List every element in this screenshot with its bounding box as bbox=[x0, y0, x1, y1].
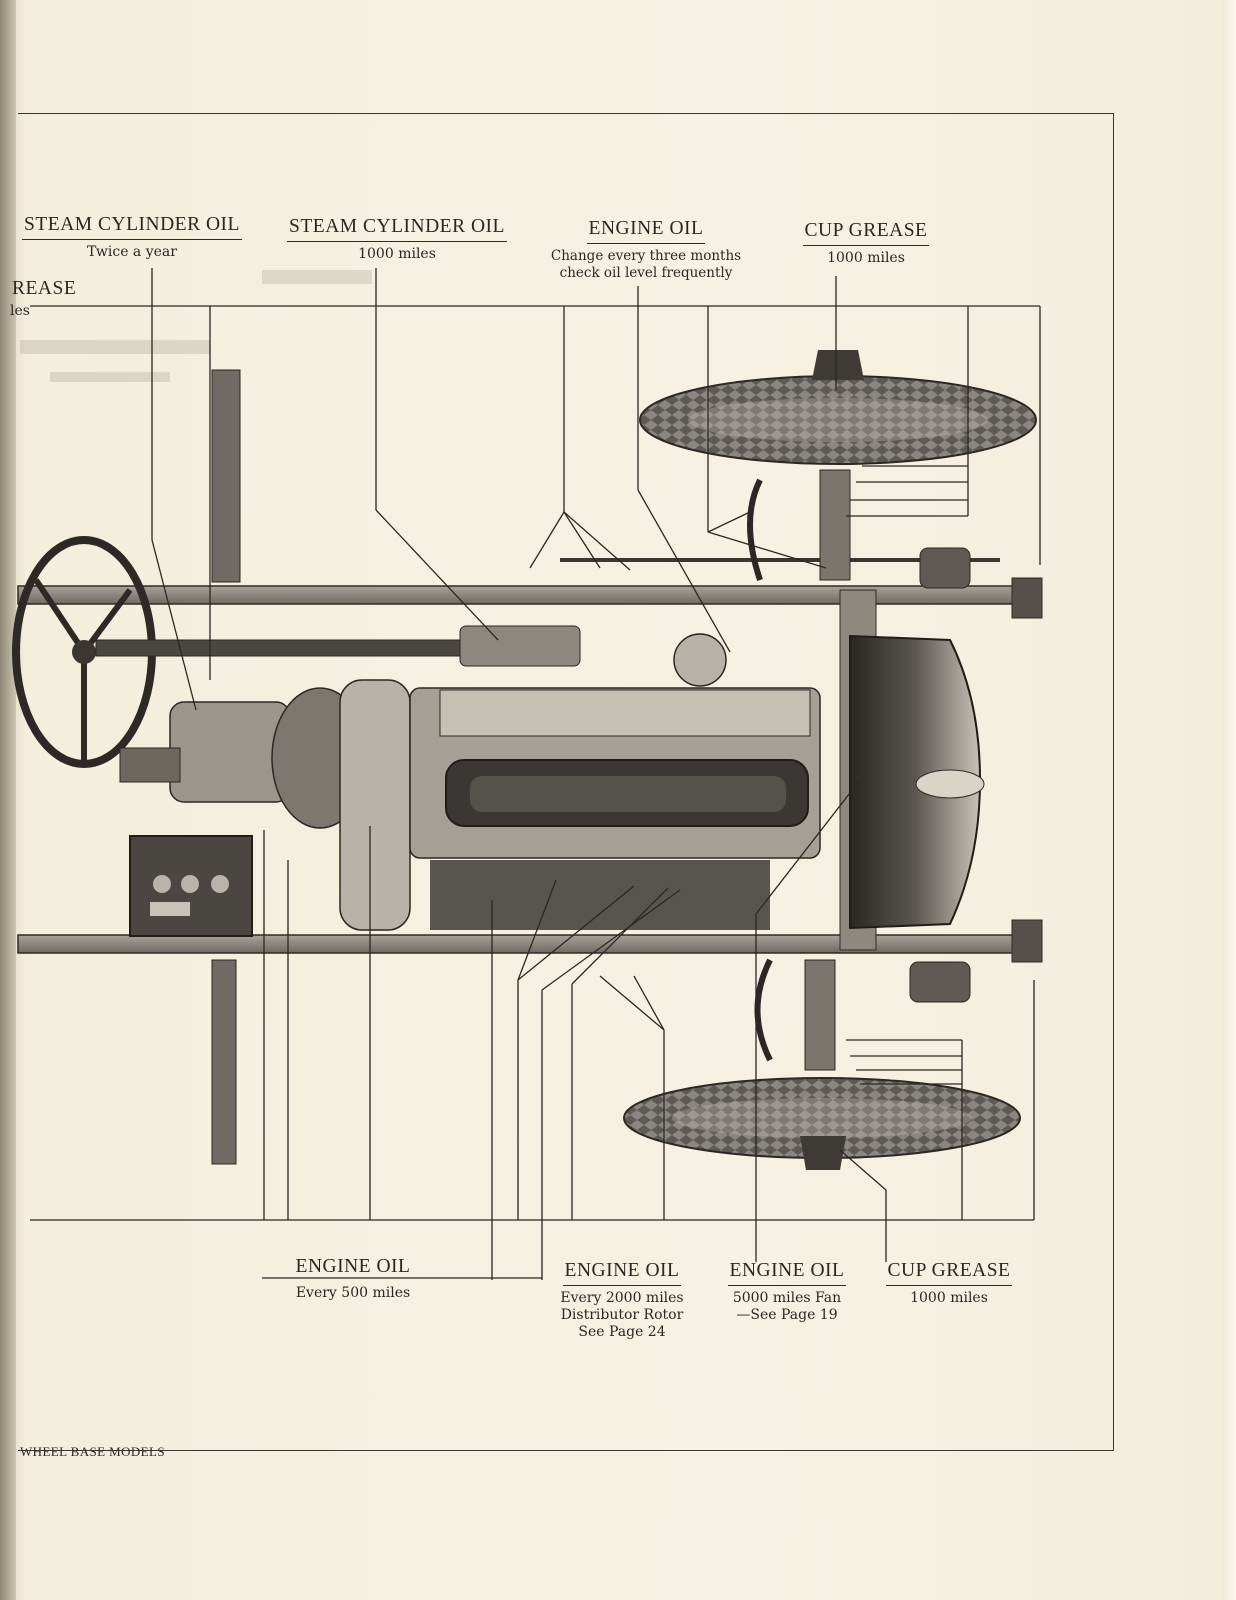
label-interval: Change every three months check oil leve… bbox=[550, 248, 742, 281]
diagram-frame bbox=[18, 113, 1114, 1451]
label-steam-cylinder-oil-center: STEAM CYLINDER OIL 1000 miles bbox=[272, 216, 522, 263]
label-interval: Every 2000 miles Distributor Rotor See P… bbox=[560, 1290, 684, 1340]
label-title: STEAM CYLINDER OIL bbox=[287, 216, 507, 242]
front-tire-bottom bbox=[623, 1077, 1021, 1170]
label-title: REASE bbox=[12, 278, 77, 299]
label-steam-cylinder-oil-left: STEAM CYLINDER OIL Twice a year bbox=[8, 214, 256, 261]
radiator-drawing bbox=[849, 634, 985, 930]
label-engine-oil-2000: ENGINE OIL Every 2000 miles Distributor … bbox=[548, 1260, 696, 1341]
label-title: CUP GREASE bbox=[885, 1260, 1013, 1286]
page-footer: WHEEL BASE MODELS bbox=[20, 1444, 165, 1459]
label-title: ENGINE OIL bbox=[562, 1260, 682, 1286]
label-interval: les bbox=[10, 303, 30, 319]
label-cup-grease-top: CUP GREASE 1000 miles bbox=[780, 220, 952, 267]
label-title: STEAM CYLINDER OIL bbox=[22, 214, 242, 240]
transmission-drawing bbox=[119, 687, 369, 829]
page-edge bbox=[1222, 0, 1236, 1600]
label-engine-oil-500: ENGINE OIL Every 500 miles bbox=[258, 1256, 448, 1302]
label-interval: 5000 miles Fan—See Page 19 bbox=[732, 1290, 842, 1323]
label-title: ENGINE OIL bbox=[727, 1260, 847, 1286]
label-interval: 1000 miles bbox=[358, 246, 436, 262]
ghost-print bbox=[20, 270, 372, 382]
label-engine-oil-top: ENGINE OIL Change every three months che… bbox=[540, 218, 752, 282]
battery-drawing bbox=[129, 835, 253, 937]
label-interval: Every 500 miles bbox=[295, 1285, 411, 1301]
label-interval: 1000 miles bbox=[827, 250, 905, 266]
label-title: ENGINE OIL bbox=[295, 1256, 411, 1277]
front-tire-top bbox=[639, 350, 1037, 465]
label-partial-grease: REASE les bbox=[10, 278, 80, 320]
label-title: ENGINE OIL bbox=[586, 218, 706, 244]
label-title: CUP GREASE bbox=[802, 220, 930, 246]
leader-lines bbox=[30, 268, 1041, 1280]
label-interval: Twice a year bbox=[87, 244, 177, 260]
binding-edge bbox=[0, 0, 16, 1600]
frame-rails bbox=[17, 577, 1043, 963]
engine-drawing bbox=[409, 633, 821, 930]
label-interval: 1000 miles bbox=[910, 1290, 988, 1306]
label-cup-grease-bottom: CUP GREASE 1000 miles bbox=[874, 1260, 1024, 1307]
label-engine-oil-5000: ENGINE OIL 5000 miles Fan—See Page 19 bbox=[712, 1260, 862, 1324]
